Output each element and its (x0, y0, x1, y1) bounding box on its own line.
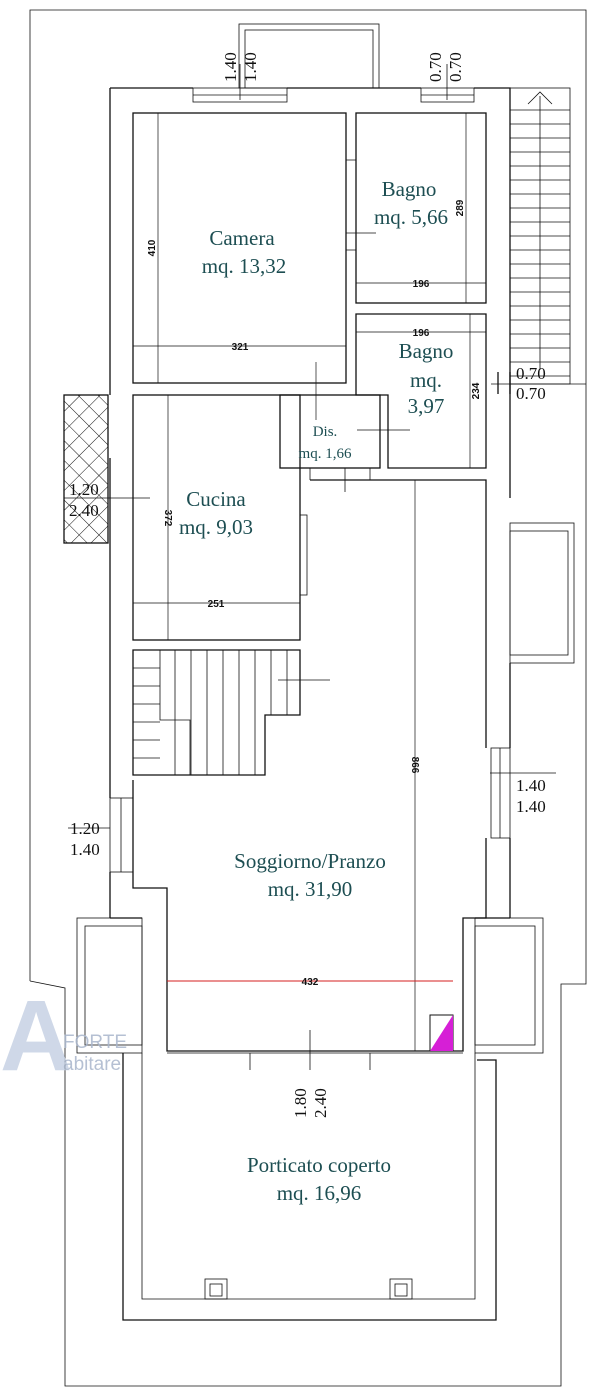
room-area-bagno-2-line2: 3,97 (408, 394, 445, 418)
window-label-cucina-h: 2.40 (69, 501, 99, 520)
right-lower-balcony (474, 917, 544, 1054)
room-name-bagno-1: Bagno (382, 177, 437, 201)
room-area-soggiorno: mq. 31,90 (268, 877, 353, 901)
room-area-cucina: mq. 9,03 (179, 515, 253, 539)
window-label-top-left-w: 1.40 (221, 52, 240, 82)
room-bagno1-walls (346, 112, 487, 304)
logo-line1: FORTE (63, 1032, 127, 1053)
room-name-cucina: Cucina (186, 487, 246, 511)
forte-abitare-logo: A FORTE abitare (0, 980, 127, 1092)
window-label-top-left-h: 1.40 (241, 52, 260, 82)
window-label-porch-w: 1.80 (291, 1088, 310, 1118)
room-area-dis: mq. 1,66 (299, 446, 352, 462)
window-label-left-w: 1.20 (70, 819, 100, 838)
dim-camera-height: 410 (147, 239, 158, 256)
external-stair (491, 87, 586, 385)
window-label-stair-w: 0.70 (516, 364, 546, 383)
window-left-soggiorno (109, 797, 134, 873)
logo-letter: A (0, 980, 72, 1092)
dim-bagno2-width: 196 (413, 328, 430, 339)
room-area-camera: mq. 13,32 (202, 254, 287, 278)
window-label-top-right-w: 0.70 (426, 52, 445, 82)
exterior-walls (109, 87, 511, 919)
dim-camera-width: 321 (232, 342, 249, 353)
window-label-stair-h: 0.70 (516, 384, 546, 403)
room-camera-walls (132, 112, 376, 420)
left-lower-balcony (76, 917, 143, 1054)
hatched-column (63, 394, 150, 544)
flue-marker (429, 1014, 454, 1052)
dim-cucina-width: 251 (208, 599, 225, 610)
room-area-bagno-1: mq. 5,66 (374, 205, 448, 229)
window-label-right-w: 1.40 (516, 776, 546, 795)
right-balcony (509, 522, 575, 664)
room-name-porticato: Porticato coperto (247, 1153, 391, 1177)
internal-stair (132, 649, 330, 776)
dim-bagno1-width: 196 (413, 279, 430, 290)
room-name-dis: Dis. (313, 424, 338, 440)
room-dis-walls (279, 394, 410, 469)
room-soggiorno-walls (132, 468, 487, 1052)
dimension-lines (133, 113, 486, 1051)
dim-bagno2-height: 234 (471, 382, 482, 399)
room-name-camera: Camera (209, 226, 275, 250)
room-area-bagno-2-line1: mq. (410, 368, 442, 392)
room-name-soggiorno: Soggiorno/Pranzo (234, 849, 386, 873)
window-leaders (68, 64, 556, 829)
room-name-bagno-2: Bagno (399, 339, 454, 363)
dim-cucina-height: 372 (162, 510, 173, 527)
room-cucina-walls (132, 394, 308, 641)
window-label-porch-h: 2.40 (311, 1088, 330, 1118)
window-label-right-h: 1.40 (516, 797, 546, 816)
logo-line2: abitare (63, 1054, 121, 1075)
porch (122, 1030, 497, 1321)
room-area-porticato: mq. 16,96 (277, 1181, 362, 1205)
dim-bagno1-height: 289 (455, 199, 466, 216)
dim-soggiorno-height: 866 (409, 757, 420, 774)
lot-boundary (29, 9, 587, 1387)
window-label-cucina-w: 1.20 (69, 480, 99, 499)
dim-soggiorno-width: 432 (302, 977, 319, 988)
window-label-left-h: 1.40 (70, 840, 100, 859)
window-right-soggiorno (490, 747, 511, 839)
window-label-top-right-h: 0.70 (446, 52, 465, 82)
